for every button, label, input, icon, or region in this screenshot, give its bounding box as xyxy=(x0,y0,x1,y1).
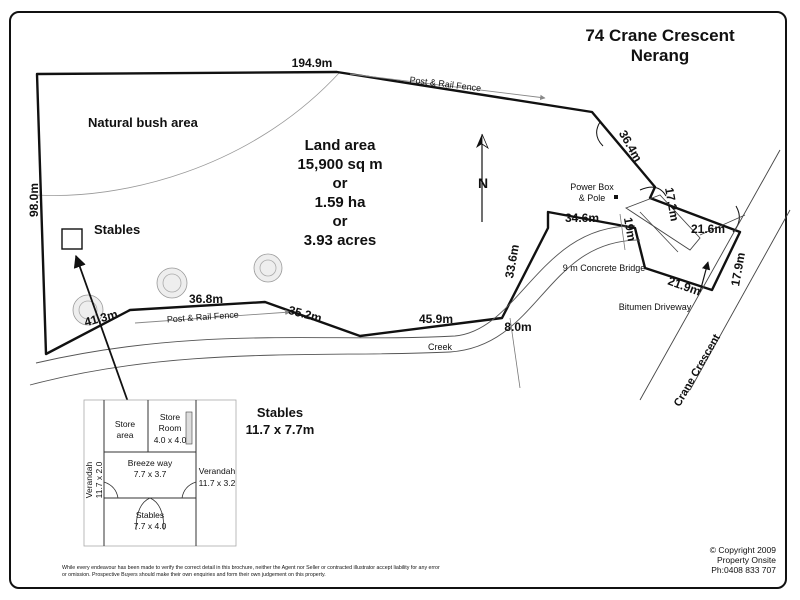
gate-arc xyxy=(639,186,667,197)
post-rail-fence-bottom-label: Post & Rail Fence xyxy=(167,310,240,325)
street-label: Crane Crescent xyxy=(672,332,723,409)
dim-17-2: 17.2m xyxy=(662,186,682,222)
dimension-line xyxy=(619,213,626,251)
creek-label: Creek xyxy=(428,342,453,352)
stables-floor-plan xyxy=(83,399,237,547)
property-boundary xyxy=(35,70,742,356)
dim-194-9: 194.9m xyxy=(292,56,333,70)
tree-icon xyxy=(253,253,283,283)
address-suburb: Nerang xyxy=(630,46,690,65)
stables-plan-size: 11.7 x 7.7m xyxy=(245,422,315,437)
copyright-line: © Copyright 2009 xyxy=(709,545,776,555)
dim-21-6: 21.6m xyxy=(691,222,725,236)
land-area-block: Land area 15,900 sq m or 1.59 ha or 3.93… xyxy=(270,136,410,250)
land-area-or: or xyxy=(332,175,348,192)
property-address: 74 Crane Crescent Nerang xyxy=(560,26,760,66)
bush-contour-line xyxy=(35,71,341,196)
street-edge xyxy=(699,214,746,236)
company-phone: Ph:0408 833 707 xyxy=(711,565,776,575)
breezeway-label: Breeze way xyxy=(128,458,173,468)
land-area-or: or xyxy=(332,213,348,230)
stables-room-size: 7.7 x 4.0 xyxy=(134,521,167,531)
dim-33-6: 33.6m xyxy=(502,243,522,279)
verandah-left-size: 11.7 x 2.0 xyxy=(94,461,104,498)
dim-36-8: 36.8m xyxy=(189,292,223,306)
land-area-ha: 1.59 ha xyxy=(314,194,366,211)
street-edge xyxy=(689,209,791,391)
power-box-label: Power Box xyxy=(570,182,614,192)
dimension-line xyxy=(509,317,521,389)
fence-arrow xyxy=(349,73,546,101)
copyright-block: © Copyright 2009 Property Onsite Ph:0408… xyxy=(680,545,776,575)
natural-bush-label: Natural bush area xyxy=(88,115,198,130)
power-box-label: & Pole xyxy=(579,193,606,203)
dim-19: 19m xyxy=(621,216,639,242)
verandah-left-label: Verandah xyxy=(84,462,94,499)
stables-leader-line xyxy=(73,254,129,403)
gate-arc xyxy=(596,121,604,147)
stables-site-label: Stables xyxy=(94,222,141,237)
fence-arrow xyxy=(134,309,291,324)
post-rail-fence-top-label: Post & Rail Fence xyxy=(409,75,482,94)
store-area-label: area xyxy=(116,430,133,440)
store-room-label: Room xyxy=(159,423,182,433)
tree-icon xyxy=(72,294,104,326)
dim-34-6: 34.6m xyxy=(565,211,599,225)
address-street: 74 Crane Crescent xyxy=(585,26,735,45)
store-room-size: 4.0 x 4.0 xyxy=(154,435,187,445)
dim-45-9: 45.9m xyxy=(419,312,453,326)
tree-icon xyxy=(156,267,188,299)
stables-building-marker xyxy=(61,228,83,250)
gate-arc xyxy=(732,205,740,233)
driveway-edge xyxy=(639,211,679,253)
power-box-icon xyxy=(614,195,618,199)
verandah-right-label: Verandah xyxy=(199,466,236,476)
store-room-label: Store xyxy=(160,412,181,422)
breezeway-size: 7.7 x 3.7 xyxy=(134,469,167,479)
stables-plan-name: Stables xyxy=(256,405,304,420)
land-area-sqm: 15,900 sq m xyxy=(297,156,383,173)
dim-21-9: 21.9m xyxy=(666,274,703,299)
north-arrow-icon xyxy=(476,133,489,222)
dim-17-9: 17.9m xyxy=(728,251,748,287)
stables-plan-title: Stables 11.7 x 7.7m xyxy=(240,404,320,438)
dim-35-2: 35.2m xyxy=(287,303,323,325)
street-edge xyxy=(639,149,781,401)
land-area-heading: Land area xyxy=(304,137,376,154)
page-border xyxy=(9,11,787,589)
company-name: Property Onsite xyxy=(716,555,776,565)
driveway xyxy=(625,194,701,251)
land-area-acres: 3.93 acres xyxy=(303,232,377,249)
store-area-label: Store xyxy=(115,419,136,429)
creek-bank xyxy=(35,225,636,364)
disclaimer-text: While every endeavour has been made to v… xyxy=(62,565,440,578)
bridge-label: 9 m Concrete Bridge xyxy=(563,263,646,273)
creek-bank xyxy=(29,239,641,386)
driveway-label: Bitumen Driveway xyxy=(619,302,692,312)
dim-98-0: 98.0m xyxy=(27,183,41,217)
stables-room-label: Stables xyxy=(136,510,164,520)
driveway-arrow xyxy=(699,261,711,293)
verandah-right-size: 11.7 x 3.2 xyxy=(199,478,236,488)
dim-8-0: 8.0m xyxy=(504,320,531,334)
north-label: N xyxy=(478,175,488,191)
